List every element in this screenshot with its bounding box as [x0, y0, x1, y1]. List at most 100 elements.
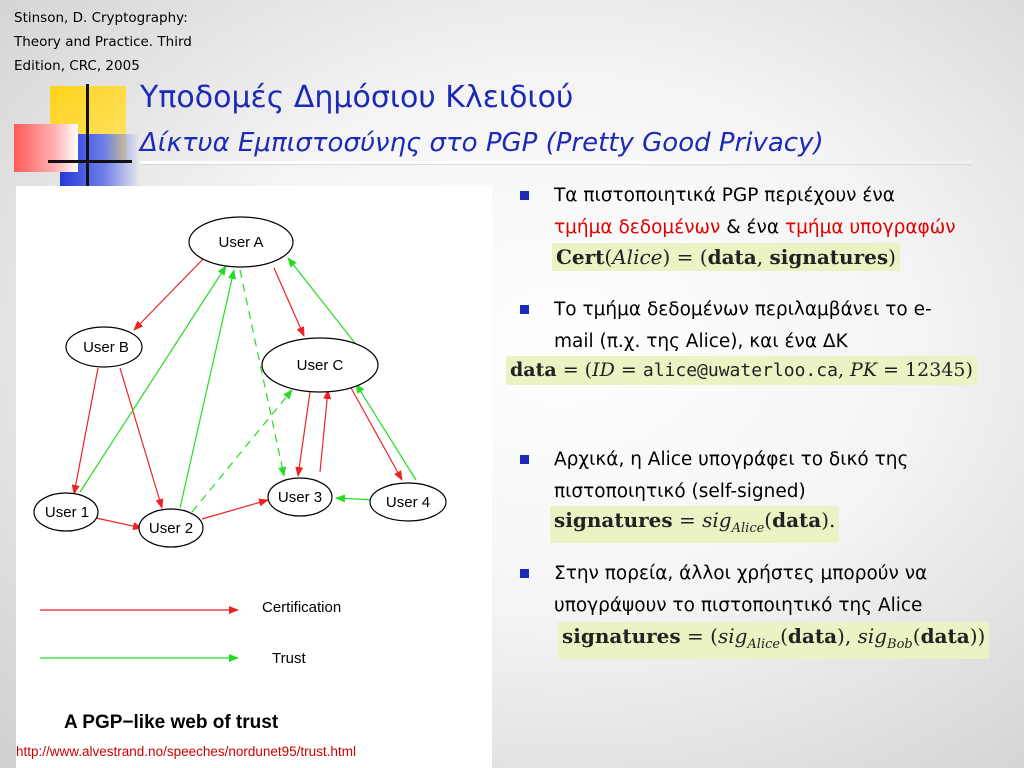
- bullet-item: Αρχικά, η Alice υπογράφει το δικό της πι…: [520, 444, 909, 508]
- title-underline: [140, 161, 972, 164]
- formula-symbol: ,: [837, 359, 851, 381]
- cert-edge-b-1: [71, 367, 99, 495]
- node-label: User 1: [45, 504, 89, 521]
- formula-term: data: [920, 624, 970, 648]
- citation: Stinson, D. Cryptography: Theory and Pra…: [14, 6, 192, 78]
- formula-symbol: (: [912, 624, 921, 648]
- formula-term: sig: [857, 624, 888, 648]
- node-user-3: [267, 477, 333, 517]
- formula-multi-signed: signatures = (sigAlice(data), sigBob(dat…: [558, 622, 990, 659]
- cert-edge-c-3b: [319, 389, 332, 473]
- decor-vertical-line: [86, 84, 89, 188]
- formula-self-signed: signatures = sigAlice(data).: [550, 506, 840, 543]
- trust-edge-1-a: [79, 265, 227, 493]
- bullet-item: Στην πορεία, άλλοι χρήστες μπορούν να υπ…: [520, 558, 927, 622]
- formula-term: Alice: [612, 245, 663, 269]
- formula-term: data: [707, 245, 757, 269]
- citation-line: Edition, CRC, 2005: [14, 58, 140, 74]
- node-user-4: [369, 482, 447, 522]
- web-of-trust-figure: User A User B User C User 1 User 2 User …: [16, 186, 492, 768]
- formula-symbol: )): [969, 624, 986, 648]
- bullet-text-connector: & ένα: [720, 217, 785, 238]
- node-user-1: [33, 492, 99, 532]
- formula-term: ID: [592, 359, 615, 381]
- trust-edge-4-c: [355, 383, 417, 481]
- cert-edge-b-2: [119, 367, 164, 509]
- bullet-text: Τα πιστοποιητικά PGP περιέχουν ένα: [554, 185, 895, 206]
- bullet-item: Τα πιστοποιητικά PGP περιέχουν ένα τμήμα…: [520, 180, 956, 244]
- node-label: User 3: [278, 489, 322, 506]
- decor-red-square: [14, 124, 78, 172]
- formula-term: signatures: [554, 508, 673, 532]
- cert-edge-a-c: [273, 267, 305, 337]
- trust-edge-a-3: [239, 269, 287, 477]
- formula-term: Cert: [556, 245, 605, 269]
- formula-term: data: [510, 359, 557, 381]
- cert-edge-2-3: [201, 498, 269, 520]
- bullet-text: Αρχικά, η Alice υπογράφει το δικό της: [554, 449, 909, 470]
- formula-term: signatures: [562, 624, 681, 648]
- cert-edge-c-3a: [295, 391, 311, 477]
- trust-edge-2-c: [191, 389, 293, 513]
- formula-term: signatures: [769, 245, 889, 269]
- cert-edge-a-b: [133, 255, 207, 331]
- slide-subtitle: Δίκτυα Εμπιστοσύνης στο PGP (Pretty Good…: [140, 128, 824, 158]
- node-user-b: [65, 326, 143, 368]
- legend-trust-label: Trust: [272, 650, 306, 667]
- bullet-marker: [520, 191, 529, 200]
- node-label: User B: [83, 339, 129, 356]
- formula-term: sig: [702, 508, 732, 532]
- bullet-text: τμήμα δεδομένων & ένα τμήμα υπογραφών: [554, 212, 956, 244]
- citation-line: Stinson, D. Cryptography:: [14, 10, 188, 26]
- trust-edge-2-a: [179, 269, 236, 509]
- formula-symbol: ),: [837, 624, 858, 648]
- formula-term: PK: [850, 359, 878, 381]
- cert-edge-c-4: [349, 385, 403, 481]
- formula-symbol: = (: [680, 624, 718, 648]
- slide-title: Υποδομές Δημόσιου Κλειδιού: [140, 80, 574, 115]
- decor-horizontal-line: [48, 160, 132, 163]
- formula-symbol: ,: [756, 245, 770, 269]
- formula-symbol: =: [614, 359, 643, 381]
- formula-subscript: Alice: [731, 521, 765, 536]
- source-link[interactable]: http://www.alvestrand.no/speeches/nordun…: [16, 744, 356, 759]
- node-label: User A: [218, 234, 263, 251]
- formula-symbol: (: [780, 624, 788, 648]
- bullet-marker: [520, 569, 529, 578]
- highlight-signature-part: τμήμα υπογραφών: [784, 217, 956, 238]
- node-user-c: [261, 337, 379, 393]
- formula-term: data: [772, 508, 822, 532]
- formula-subscript: Alice: [747, 637, 781, 652]
- web-of-trust-diagram: User A User B User C User 1 User 2 User …: [33, 216, 447, 667]
- bullet-text: mail (π.χ. της Alice), και ένα ΔΚ: [554, 331, 848, 352]
- figure-caption: A PGP−like web of trust: [64, 712, 279, 733]
- cert-edge-1-2: [95, 517, 143, 530]
- formula-symbol: ): [888, 245, 896, 269]
- bullet-text: πιστοποιητικό (self-signed): [554, 481, 806, 502]
- trust-edge-c-a: [287, 257, 363, 353]
- node-label: User 2: [149, 520, 193, 537]
- node-label: User C: [297, 357, 344, 374]
- bullet-marker: [520, 455, 529, 464]
- formula-term: sig: [717, 624, 748, 648]
- formula-symbol: (: [764, 508, 773, 532]
- formula-symbol: = (: [556, 359, 593, 381]
- formula-symbol: = (: [670, 245, 708, 269]
- trust-edge-4-3: [335, 494, 375, 503]
- node-user-2: [138, 508, 204, 548]
- formula-symbol: ).: [821, 508, 836, 532]
- formula-cert: Cert(Alice) = (data, signatures): [552, 243, 900, 271]
- bullet-text: υπογράψουν το πιστοποιητικό της Alice: [554, 595, 923, 616]
- legend-certification-label: Certification: [262, 599, 341, 616]
- bullet-text: Το τμήμα δεδομένων περιλαμβάνει το e-: [554, 299, 932, 320]
- formula-subscript: Bob: [887, 637, 913, 652]
- citation-line: Theory and Practice. Third: [14, 34, 192, 50]
- highlight-data-part: τμήμα δεδομένων: [554, 217, 721, 238]
- formula-symbol: = 12345): [877, 359, 973, 381]
- formula-term: data: [787, 624, 838, 648]
- formula-symbol: =: [672, 508, 703, 532]
- node-label: User 4: [386, 494, 430, 511]
- bullet-marker: [520, 305, 529, 314]
- formula-email: alice@uwaterloo.ca: [642, 360, 838, 381]
- formula-data: data = (ID = alice@uwaterloo.ca, PK = 12…: [506, 356, 977, 385]
